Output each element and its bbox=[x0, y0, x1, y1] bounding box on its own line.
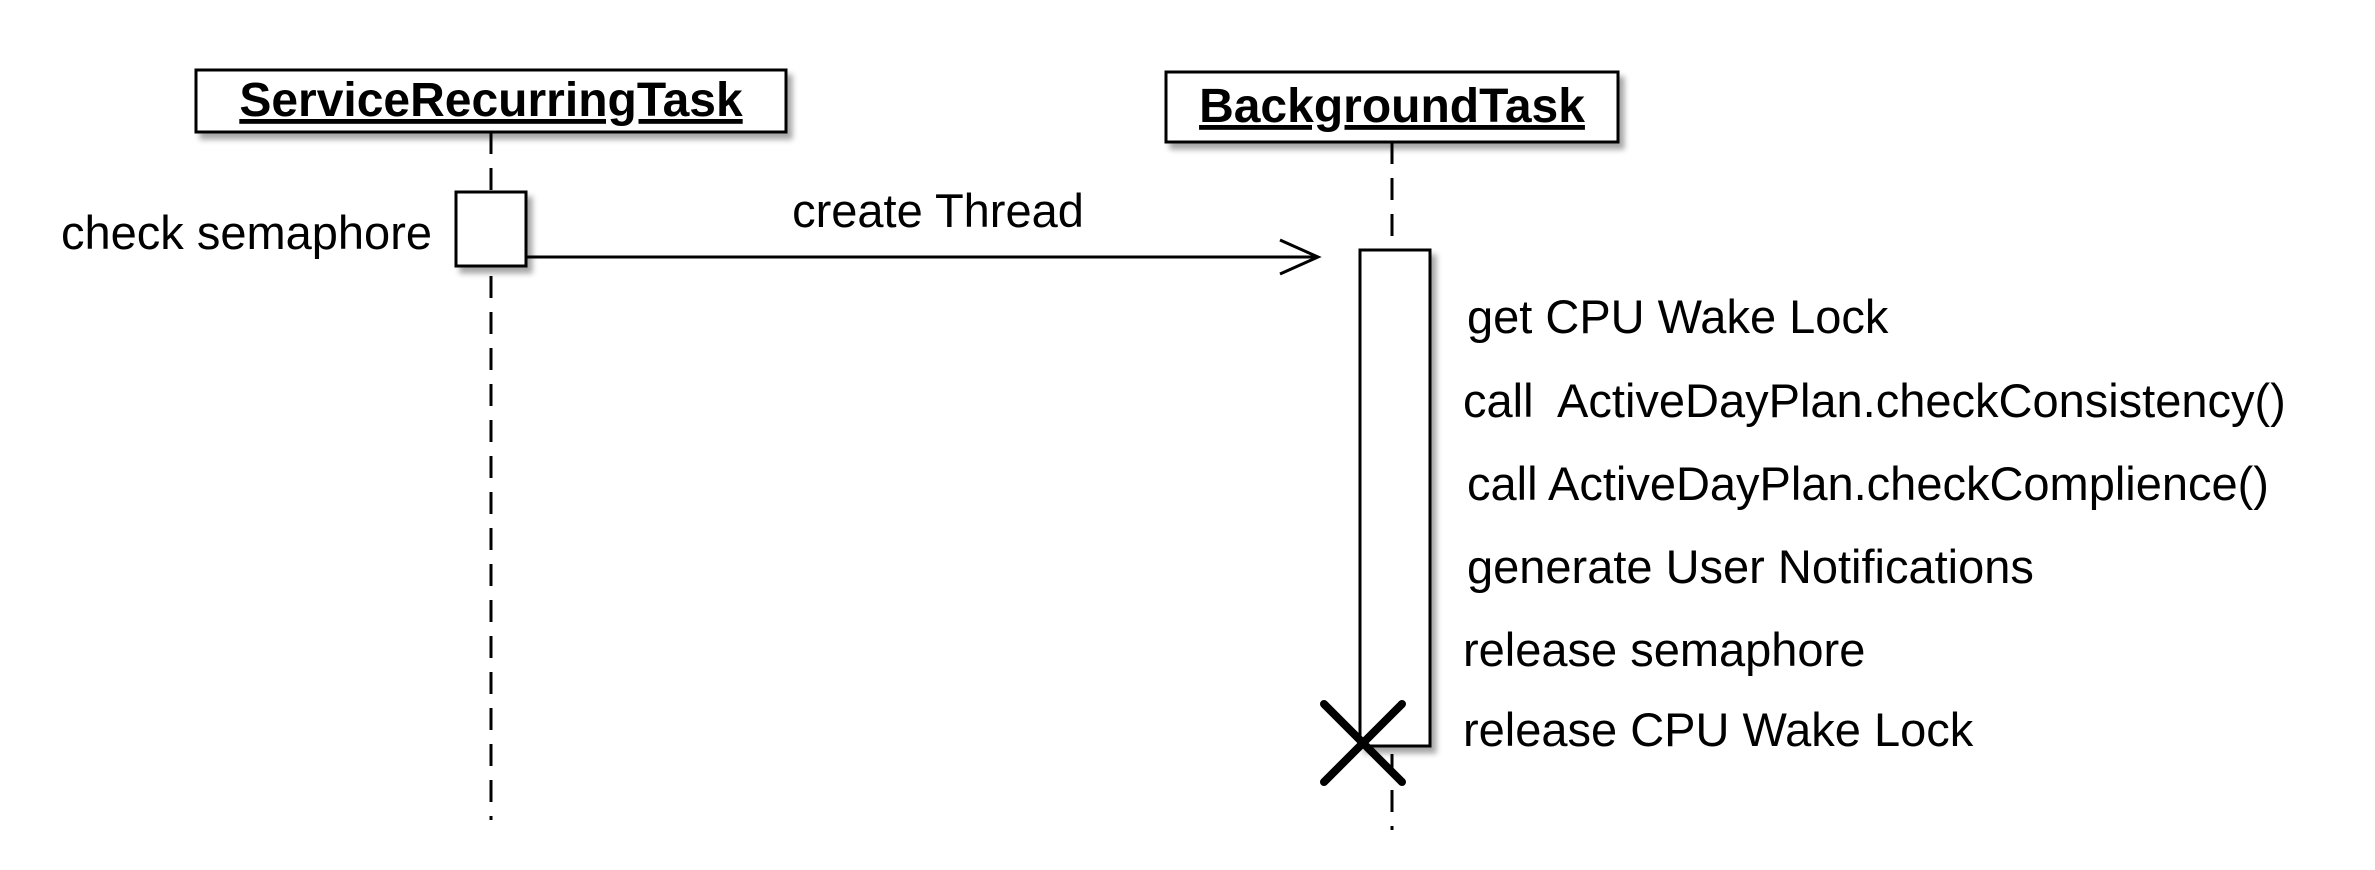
step-label: release CPU Wake Lock bbox=[1463, 703, 1974, 756]
step-label: get CPU Wake Lock bbox=[1467, 290, 1889, 343]
step-label: generate User Notifications bbox=[1467, 540, 2034, 593]
destruction-x-icon bbox=[1320, 700, 1406, 786]
open-arrowhead bbox=[1279, 238, 1322, 276]
participant-background-task: BackgroundTask bbox=[1164, 70, 1620, 144]
participant-label: ServiceRecurringTask bbox=[239, 74, 743, 127]
participant-service-recurring-task: ServiceRecurringTask bbox=[194, 68, 788, 134]
create-thread-message: create Thread bbox=[526, 184, 1322, 276]
step-label: release semaphore bbox=[1463, 623, 1865, 676]
participant-label: BackgroundTask bbox=[1199, 80, 1585, 133]
step-label: call ActiveDayPlan.checkComplience() bbox=[1467, 457, 2269, 510]
activation-background-task bbox=[1358, 248, 1432, 748]
step-label: call ActiveDayPlan.checkConsistency() bbox=[1463, 374, 2286, 427]
check-semaphore-label: check semaphore bbox=[61, 206, 432, 259]
activation-service-recurring-task bbox=[454, 190, 528, 268]
message-label: create Thread bbox=[792, 184, 1084, 237]
